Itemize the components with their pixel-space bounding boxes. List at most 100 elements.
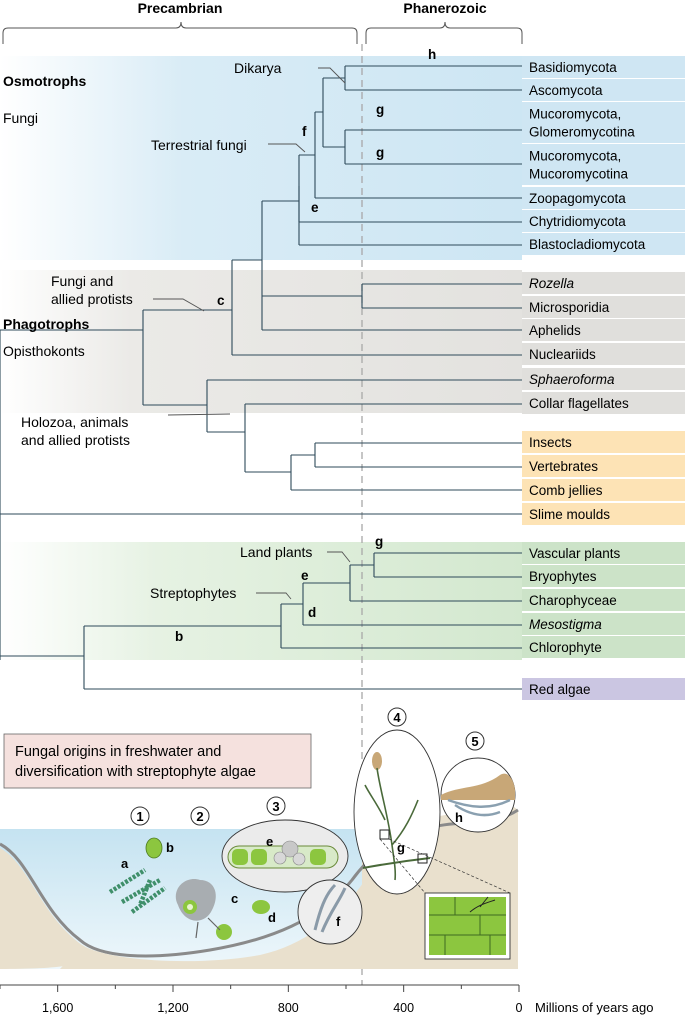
scene-number-4: 4 xyxy=(393,710,401,725)
taxon-label-text: Charophyceae xyxy=(529,593,617,608)
event-letter-d: d xyxy=(308,605,316,620)
taxon-label-box xyxy=(522,589,685,611)
clade-label-fungi-allied-line2: allied protists xyxy=(51,291,133,307)
taxon-labels: BasidiomycotaAscomycotaMucoromycota,Glom… xyxy=(522,56,685,700)
taxon-label: Bryophytes xyxy=(522,565,685,587)
taxon-label-text: Aphelids xyxy=(529,323,581,338)
taxon-label-text: Zoopagomycota xyxy=(529,191,626,206)
taxon-label-box xyxy=(522,368,685,390)
allied-protists-band xyxy=(0,270,522,413)
taxon-label-text: Basidiomycota xyxy=(529,60,617,75)
scene-number-1: 1 xyxy=(136,809,143,824)
event-letter-h: h xyxy=(428,47,436,62)
taxon-label-box xyxy=(522,455,685,477)
event-letter-g-2: g xyxy=(376,145,384,160)
taxon-label-box xyxy=(522,79,685,101)
taxon-label: Chlorophyte xyxy=(522,636,685,658)
taxon-label-box xyxy=(522,503,685,525)
taxon-label: Mucoromycota,Glomeromycotina xyxy=(522,102,685,143)
taxon-label-text: Blastocladiomycota xyxy=(529,237,646,252)
taxon-label: Collar flagellates xyxy=(522,392,685,414)
taxon-label-text: Mucoromycotina xyxy=(529,167,629,182)
taxon-label-text: Mucoromycota, xyxy=(529,107,621,122)
axis-tick-label: 0 xyxy=(516,1001,523,1015)
event-letter-e-plants: e xyxy=(301,568,309,583)
group-opisthokonts: Opisthokonts xyxy=(3,343,85,359)
taxon-label: Microsporidia xyxy=(522,296,685,318)
scene-number-5: 5 xyxy=(471,734,478,749)
event-letter-g-1: g xyxy=(376,102,384,117)
taxon-label-box xyxy=(522,636,685,658)
taxon-label: Rozella xyxy=(522,272,685,294)
scene-letter-c: c xyxy=(231,891,238,906)
scene-3: 3 e d f xyxy=(221,796,363,945)
taxon-label: Comb jellies xyxy=(522,479,685,501)
scene-letter-b: b xyxy=(166,840,174,855)
clade-label-land-plants: Land plants xyxy=(240,544,312,560)
era-label-precambrian: Precambrian xyxy=(138,0,223,16)
axis-tick-label: 1,600 xyxy=(42,1001,73,1015)
taxon-label: Charophyceae xyxy=(522,589,685,611)
event-letter-f: f xyxy=(302,124,307,139)
event-letter-g-plants: g xyxy=(375,534,383,549)
scene-number-2: 2 xyxy=(196,809,203,824)
scene-letter-a: a xyxy=(121,856,129,871)
event-letter-b: b xyxy=(175,629,183,644)
taxon-label-text: Slime moulds xyxy=(529,507,610,522)
era-label-phanerozoic: Phanerozoic xyxy=(403,0,486,16)
caption-line-1: Fungal origins in freshwater and xyxy=(15,744,221,760)
axis-label: Millions of years ago xyxy=(535,1000,654,1015)
clade-label-holozoa-line1: Holozoa, animals xyxy=(21,414,128,430)
caption-box xyxy=(3,733,312,789)
taxon-label-box xyxy=(522,144,685,185)
event-letter-e-fungi: e xyxy=(311,200,319,215)
taxon-label-text: Vertebrates xyxy=(529,459,598,474)
taxon-label-text: Sphaeroforma xyxy=(529,372,615,387)
taxon-label: Blastocladiomycota xyxy=(522,233,685,255)
taxon-label-box xyxy=(522,233,685,255)
taxon-label: Vertebrates xyxy=(522,455,685,477)
clade-label-dikarya: Dikarya xyxy=(234,60,282,76)
group-fungi: Fungi xyxy=(3,110,38,126)
phanerozoic-bracket xyxy=(365,21,523,44)
taxon-label-text: Microsporidia xyxy=(529,300,610,315)
caption-line-2: diversification with streptophyte algae xyxy=(15,764,256,780)
taxon-label-box xyxy=(522,613,685,635)
group-osmotrophs: Osmotrophs xyxy=(3,73,86,89)
taxon-label: Ascomycota xyxy=(522,79,685,101)
taxon-label-text: Vascular plants xyxy=(529,546,621,561)
taxon-label-box xyxy=(522,187,685,209)
scene-number-3: 3 xyxy=(272,799,279,814)
taxon-label-box xyxy=(522,431,685,453)
clade-label-holozoa-line2: and allied protists xyxy=(21,432,130,448)
taxon-label-box xyxy=(522,296,685,318)
taxon-label-box xyxy=(522,210,685,232)
axis-tick-label: 800 xyxy=(278,1001,299,1015)
taxon-label-text: Nucleariids xyxy=(529,347,596,362)
taxon-label-box xyxy=(522,542,685,564)
taxon-label: Vascular plants xyxy=(522,542,685,564)
taxon-label-text: Chlorophyte xyxy=(529,640,602,655)
axis-tick-label: 400 xyxy=(393,1001,414,1015)
taxon-label-text: Mucoromycota, xyxy=(529,149,621,164)
taxon-label-box xyxy=(522,319,685,341)
taxon-label: Nucleariids xyxy=(522,343,685,365)
taxon-label: Mucoromycota, Mucoromycotina xyxy=(522,144,685,185)
scene-letter-d: d xyxy=(268,910,276,925)
taxon-label: Basidiomycota xyxy=(522,56,685,78)
taxon-label-text: Chytridiomycota xyxy=(529,214,626,229)
clade-label-streptophytes: Streptophytes xyxy=(150,585,236,601)
taxon-label: Chytridiomycota xyxy=(522,210,685,232)
taxon-label: Slime moulds xyxy=(522,503,685,525)
taxon-label-text: Insects xyxy=(529,435,572,450)
precambrian-bracket xyxy=(2,21,358,44)
clade-label-terrestrial-fungi: Terrestrial fungi xyxy=(151,137,247,153)
scene-4: 4 g xyxy=(353,707,511,960)
taxon-label: Red algae xyxy=(522,678,685,700)
taxon-label-box xyxy=(522,479,685,501)
taxon-label-box xyxy=(522,392,685,414)
